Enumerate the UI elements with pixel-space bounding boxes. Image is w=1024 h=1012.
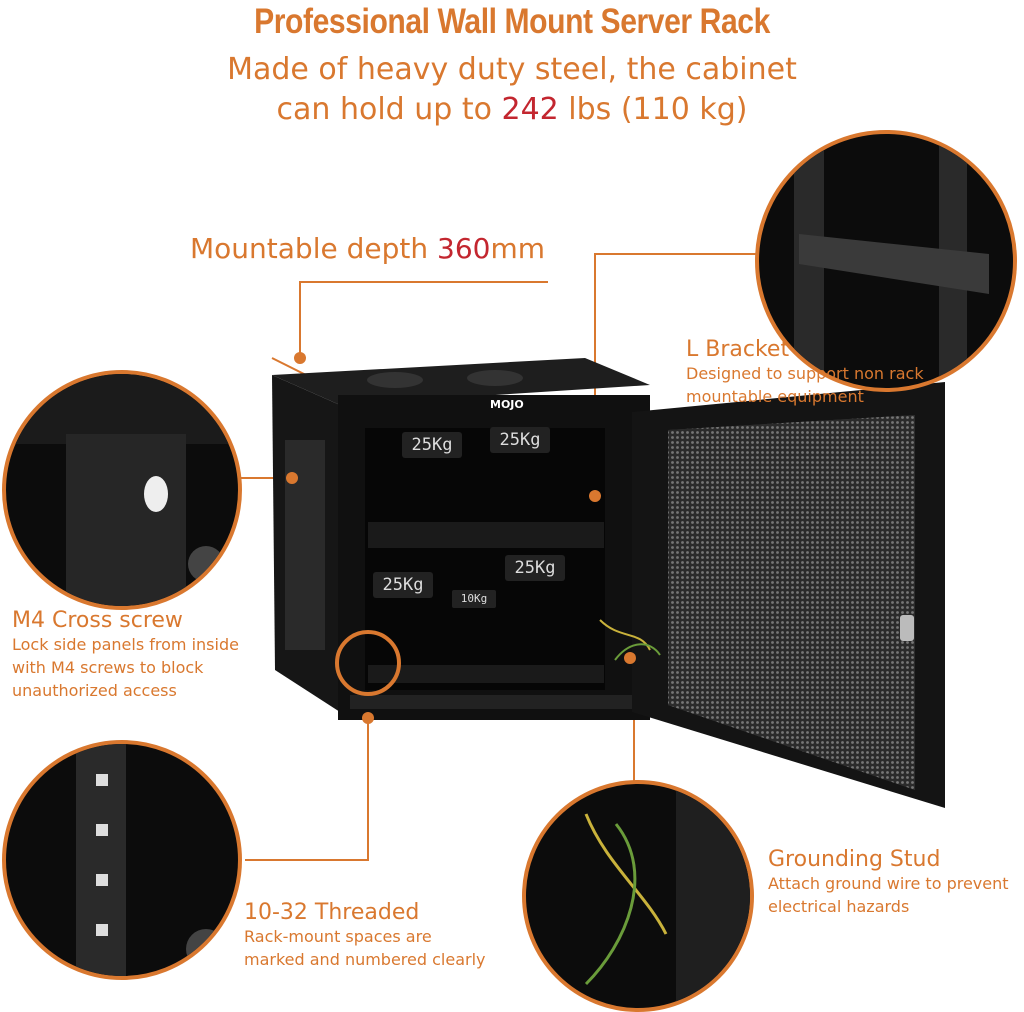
weight-label-2: 25Kg bbox=[490, 427, 550, 453]
subtitle-line-2-post: lbs (110 kg) bbox=[558, 92, 748, 127]
l-bracket-desc-1: Designed to support non rack bbox=[686, 364, 924, 383]
callout-grounding: Grounding Stud Attach ground wire to pre… bbox=[768, 847, 1009, 918]
weight-label-1: 25Kg bbox=[402, 432, 462, 458]
grounding-title: Grounding Stud bbox=[768, 847, 941, 872]
m4-screw-desc-2: with M4 screws to block bbox=[12, 658, 204, 677]
screw-highlight-ring bbox=[335, 630, 401, 696]
depth-unit: mm bbox=[490, 232, 546, 265]
grounding-stud-zoom bbox=[522, 780, 754, 1012]
depth-number: 360 bbox=[437, 232, 491, 265]
m4-screw-title: M4 Cross screw bbox=[12, 608, 183, 633]
callout-dot-grounding bbox=[624, 652, 636, 664]
depth-text: Mountable depth bbox=[190, 232, 437, 265]
subtitle-line-2: can hold up to 242 lbs (110 kg) bbox=[0, 92, 1024, 127]
l-bracket-title: L Bracket bbox=[686, 337, 790, 362]
callout-l-bracket: L Bracket Designed to support non rack m… bbox=[686, 337, 924, 408]
subtitle-line-1: Made of heavy duty steel, the cabinet bbox=[227, 52, 797, 87]
weight-label-4: 25Kg bbox=[505, 555, 565, 581]
m4-screw-zoom bbox=[2, 370, 242, 610]
weight-label-3: 25Kg bbox=[373, 572, 433, 598]
brand-logo: MOJO bbox=[490, 398, 524, 411]
threaded-desc-1: Rack-mount spaces are bbox=[244, 927, 432, 946]
threaded-hole-zoom bbox=[2, 740, 242, 980]
callout-dot-bracket bbox=[589, 490, 601, 502]
m4-screw-desc-1: Lock side panels from inside bbox=[12, 635, 239, 654]
grounding-desc-1: Attach ground wire to prevent bbox=[768, 874, 1009, 893]
callout-m4-screw: M4 Cross screw Lock side panels from ins… bbox=[12, 608, 239, 702]
weight-label-5: 10Kg bbox=[452, 590, 496, 608]
callout-dot-depth bbox=[294, 352, 306, 364]
threaded-desc-2: marked and numbered clearly bbox=[244, 950, 486, 969]
callout-dot-m4 bbox=[286, 472, 298, 484]
callout-threaded: 10-32 Threaded Rack-mount spaces are mar… bbox=[244, 900, 486, 971]
mountable-depth-label: Mountable depth 360mm bbox=[190, 232, 545, 265]
grounding-desc-2: electrical hazards bbox=[768, 897, 910, 916]
m4-screw-desc-3: unauthorized access bbox=[12, 681, 177, 700]
l-bracket-desc-2: mountable equipment bbox=[686, 387, 864, 406]
callout-dot-threaded bbox=[362, 712, 374, 724]
l-bracket-zoom bbox=[755, 130, 1017, 392]
subtitle-line-2-pre: can hold up to bbox=[276, 92, 502, 127]
threaded-title: 10-32 Threaded bbox=[244, 900, 420, 925]
weight-capacity-number: 242 bbox=[501, 92, 559, 127]
page-title: Professional Wall Mount Server Rack bbox=[254, 2, 770, 41]
